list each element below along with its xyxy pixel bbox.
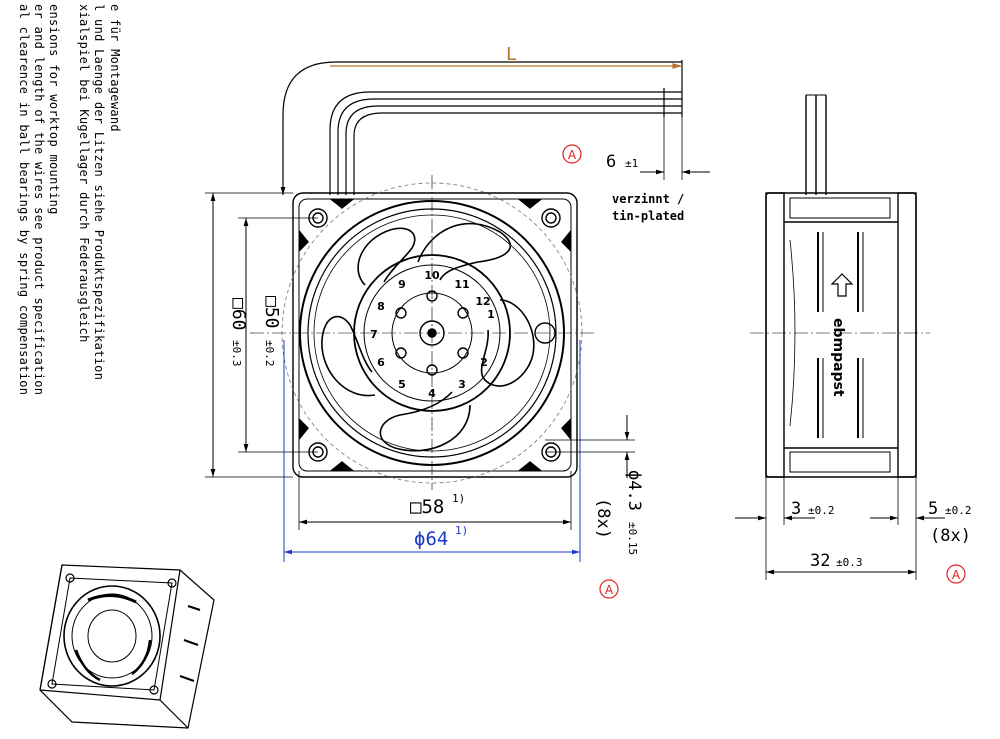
isometric-fan-illustration bbox=[39, 564, 215, 729]
dim-sq60-value: □60 bbox=[228, 298, 249, 331]
fan-frame-outer bbox=[292, 192, 578, 478]
dim-6-value: 6 bbox=[606, 152, 616, 172]
fan-blades bbox=[321, 222, 535, 452]
hub-number-3: 3 bbox=[458, 378, 466, 391]
dimension-sq60 bbox=[205, 192, 293, 478]
dim-5-value: 5 bbox=[928, 499, 938, 519]
mounting-hole-tr bbox=[541, 208, 561, 228]
dim-sq58-footnote: 1) bbox=[452, 492, 465, 505]
dimension-5 bbox=[870, 477, 945, 580]
tin-plated-de: verzinnt / bbox=[612, 192, 684, 206]
hub-number-6: 6 bbox=[377, 356, 385, 369]
svg-text:A: A bbox=[605, 583, 614, 597]
hub-number-1: 1 bbox=[487, 308, 495, 321]
hub-number-7: 7 bbox=[370, 328, 378, 341]
dim-phi43-count: (8x) bbox=[593, 498, 613, 539]
hub-numbers: 1 2 3 4 5 6 7 8 9 10 11 12 bbox=[370, 269, 495, 400]
dim-6-tolerance: ±1 bbox=[625, 157, 638, 170]
fan-frame-inner bbox=[298, 198, 572, 472]
hub-number-5: 5 bbox=[398, 378, 406, 391]
hub-number-12: 12 bbox=[475, 295, 490, 308]
dimension-sq50 bbox=[238, 217, 318, 453]
svg-text:A: A bbox=[952, 568, 961, 582]
dim-32-value: 32 bbox=[810, 551, 830, 571]
dim-3-value: 3 bbox=[791, 499, 801, 519]
dim-phi64-footnote: 1) bbox=[455, 524, 468, 537]
dim-phi43-tolerance: ±0.15 bbox=[626, 522, 639, 555]
wire-bundle bbox=[282, 60, 683, 195]
dimension-L: L bbox=[280, 44, 682, 195]
dim-sq50-text: □50 ±0.2 bbox=[261, 296, 282, 367]
dim-phi43-count-wrap: (8x) bbox=[593, 498, 613, 539]
dim-phi43-value: ϕ4.3 bbox=[624, 470, 644, 511]
dim-sq50-tolerance: ±0.2 bbox=[263, 340, 276, 367]
front-view bbox=[250, 60, 683, 490]
dim-3-tolerance: ±0.2 bbox=[808, 504, 835, 517]
side-view bbox=[750, 94, 930, 478]
dim-5-tolerance: ±0.2 bbox=[945, 504, 972, 517]
hub-number-4: 4 bbox=[428, 387, 436, 400]
dimension-sq58 bbox=[298, 471, 572, 530]
hub-number-9: 9 bbox=[398, 278, 406, 291]
dim-sq50-value: □50 bbox=[261, 296, 282, 329]
brand-label: ebmpapst bbox=[830, 318, 846, 397]
marker-a-bottom: A bbox=[599, 579, 619, 599]
dim-5-count: (8x) bbox=[930, 526, 971, 546]
dimension-phi4-3 bbox=[545, 415, 635, 478]
dimension-3 bbox=[735, 477, 815, 580]
hub-number-8: 8 bbox=[377, 300, 385, 313]
dim-phi64-value: ϕ64 bbox=[414, 528, 448, 550]
marker-a-top: A bbox=[562, 144, 582, 164]
dim-L-label: L bbox=[506, 44, 517, 65]
dim-sq60-text: □60 ±0.3 bbox=[228, 298, 249, 367]
dimension-6: 6 ±1 verzinnt / tin-plated bbox=[606, 117, 710, 223]
brand-wrap: ebmpapst bbox=[830, 318, 846, 397]
hub-number-2: 2 bbox=[480, 356, 488, 369]
dim-32-tolerance: ±0.3 bbox=[836, 556, 863, 569]
dimension-phi64 bbox=[283, 340, 581, 562]
dim-sq58-value: □58 bbox=[410, 496, 444, 518]
dim-phi43-text: ϕ4.3 ±0.15 bbox=[624, 470, 644, 555]
hub-number-11: 11 bbox=[454, 278, 469, 291]
svg-text:A: A bbox=[568, 148, 577, 162]
dim-sq60-tolerance: ±0.3 bbox=[230, 340, 243, 367]
marker-a-side: A bbox=[946, 564, 966, 584]
hub-number-10: 10 bbox=[424, 269, 440, 282]
tin-plated-en: tin-plated bbox=[612, 209, 684, 223]
